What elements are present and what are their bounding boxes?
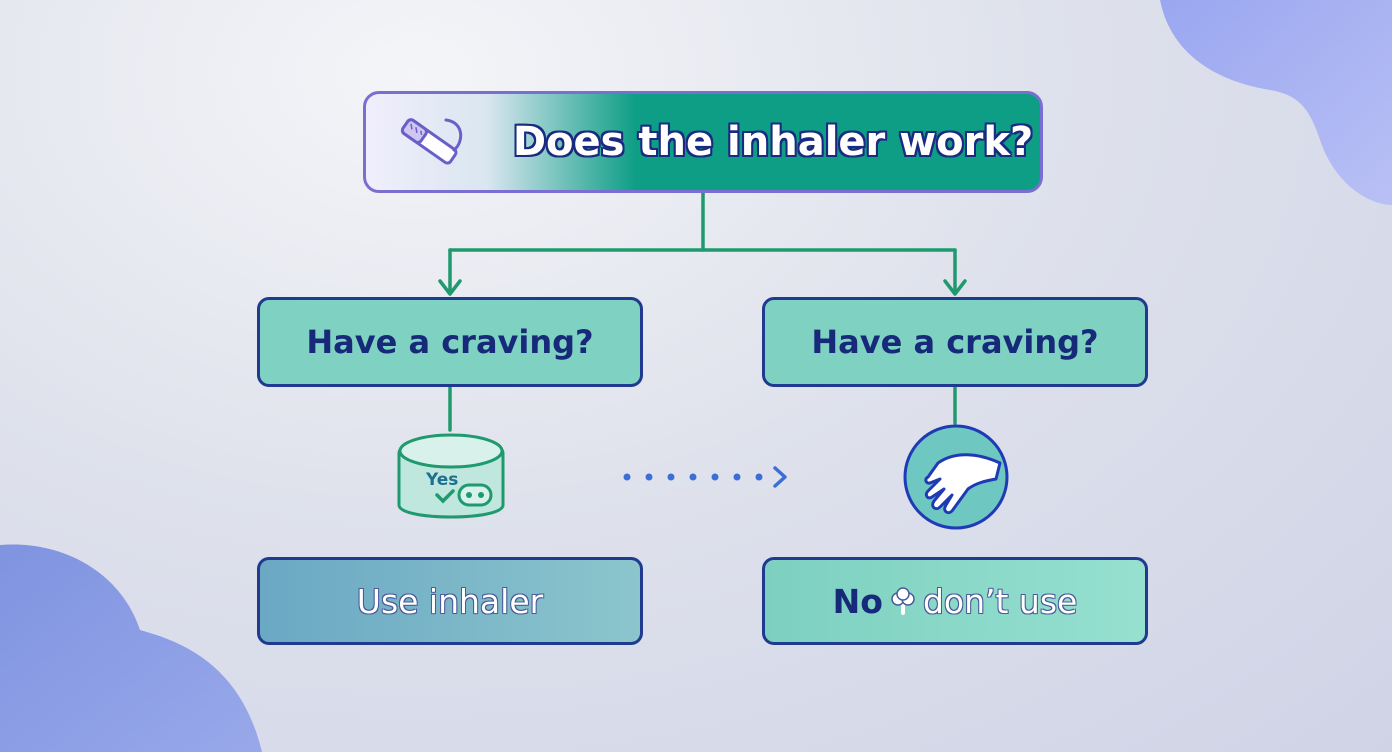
title-text: Does the inhaler work? [512, 119, 1034, 165]
right-answer-prefix: No [832, 581, 883, 621]
right-question-text: Have a craving? [811, 323, 1099, 361]
smoke-puff-icon [891, 587, 915, 615]
left-answer-node: Use inhaler [257, 557, 643, 645]
right-question-node: Have a craving? [762, 297, 1148, 387]
right-answer-suffix: don’t use [922, 581, 1078, 621]
decor-blob-bottom-left [0, 544, 262, 752]
right-answer-node: No don’t use [762, 557, 1148, 645]
stop-hand-icon [903, 424, 1009, 530]
left-question-node: Have a craving? [257, 297, 643, 387]
yes-badge-text: Yes [425, 470, 458, 490]
title-node: Does the inhaler work? [363, 91, 1043, 193]
left-answer-text: Use inhaler [356, 581, 544, 621]
left-question-text: Have a craving? [306, 323, 594, 361]
cigarette-icon [400, 118, 463, 165]
decor-blob-top-right [1160, 0, 1392, 205]
yes-check-container-icon: Yes [397, 433, 505, 519]
